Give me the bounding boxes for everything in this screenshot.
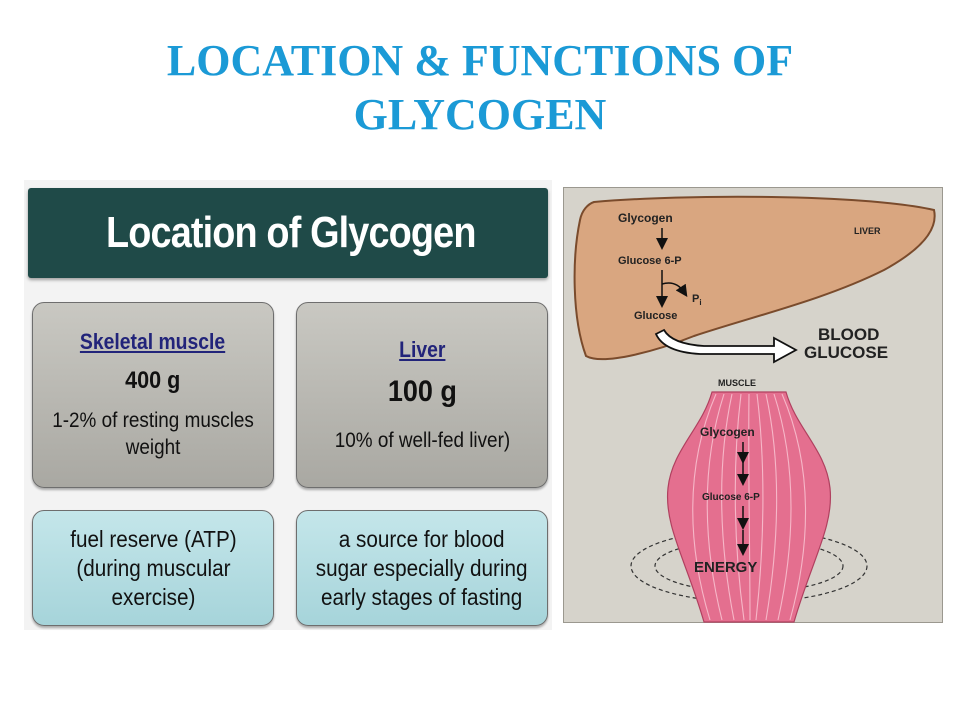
liver-function-line-2: sugar especially during [316, 554, 528, 581]
glycogen-pathway-diagram: LIVER Glycogen Glucose 6-P Pi Glucose BL… [563, 187, 943, 623]
muscle-fiber-8 [773, 393, 792, 621]
muscle-label: MUSCLE [718, 378, 756, 388]
liver-label: LIVER [854, 226, 881, 236]
muscle-fiber-2 [706, 393, 725, 621]
liver-amount: 100 g [387, 374, 457, 408]
liver-function: a source for blood sugar especially duri… [316, 525, 528, 612]
pi-branch-arrow [661, 282, 688, 297]
skeletal-muscle-desc-line-1: 1-2% of resting muscles [52, 409, 254, 432]
skeletal-muscle-function-line-1: fuel reserve (ATP) [69, 525, 237, 552]
liver-shape [573, 195, 936, 361]
liver-card: Liver 100 g 10% of well-fed liver) [296, 302, 548, 488]
muscle-fiber-4 [734, 393, 745, 621]
muscle-fiber-3 [721, 393, 735, 621]
location-header: Location of Glycogen [28, 188, 548, 278]
liver-function-line-1: a source for blood [339, 525, 505, 552]
blood-glucose-line-2: GLUCOSE [804, 343, 888, 362]
energy-label: ENERGY [694, 559, 757, 576]
skeletal-muscle-function-line-3: exercise) [111, 583, 195, 610]
location-panel: Location of Glycogen Skeletal muscle 400… [24, 180, 552, 630]
liver-desc-line-1: 10% of well-fed liver) [334, 428, 510, 452]
skeletal-muscle-amount: 400 g [125, 367, 181, 394]
muscle-fiber-1 [692, 393, 717, 621]
skeletal-muscle-function-line-2: (during muscular [75, 554, 231, 581]
slide-title: LOCATION & FUNCTIONS OF GLYCOGEN [0, 34, 960, 142]
blood-glucose-line-1: BLOOD [818, 325, 879, 344]
slide-title-line-1: LOCATION & FUNCTIONS OF [166, 36, 794, 85]
muscle-fiber-7 [765, 393, 778, 621]
muscle-fiber-5 [748, 393, 751, 621]
liver-step-glycogen: Glycogen [618, 211, 673, 225]
skeletal-muscle-card: Skeletal muscle 400 g 1-2% of resting mu… [32, 302, 274, 488]
muscle-fiber-6 [755, 393, 764, 621]
muscle-fiber-9 [781, 393, 807, 621]
liver-function-line-3: early stages of fasting [321, 583, 523, 610]
skeletal-muscle-heading: Skeletal muscle [80, 329, 226, 354]
blood-glucose-arrow [654, 328, 798, 364]
pi-label-main: P [692, 293, 699, 305]
pi-subscript: i [699, 298, 701, 307]
muscle-step-glycogen: Glycogen [700, 425, 755, 439]
liver-function-card: a source for blood sugar especially duri… [296, 510, 548, 626]
skeletal-muscle-function-card: fuel reserve (ATP) (during muscular exer… [32, 510, 274, 626]
skeletal-muscle-desc-line-2: weight [125, 436, 181, 459]
liver-desc: 10% of well-fed liver) [334, 427, 509, 454]
liver-step-glucose: Glucose [634, 310, 677, 322]
pi-label: Pi [692, 293, 702, 307]
liver-step-glucose-6p: Glucose 6-P [618, 255, 682, 267]
location-header-text: Location of Glycogen [106, 208, 476, 257]
slide-title-line-2: GLYCOGEN [353, 90, 607, 139]
skeletal-muscle-desc: 1-2% of resting muscles weight [52, 407, 254, 461]
liver-heading: Liver [398, 336, 446, 362]
muscle-fibers [692, 393, 807, 621]
skeletal-muscle-function: fuel reserve (ATP) (during muscular exer… [70, 525, 236, 612]
pathway-svg: LIVER Glycogen Glucose 6-P Pi Glucose BL… [573, 195, 936, 623]
muscle-step-glucose-6p: Glucose 6-P [702, 492, 760, 503]
